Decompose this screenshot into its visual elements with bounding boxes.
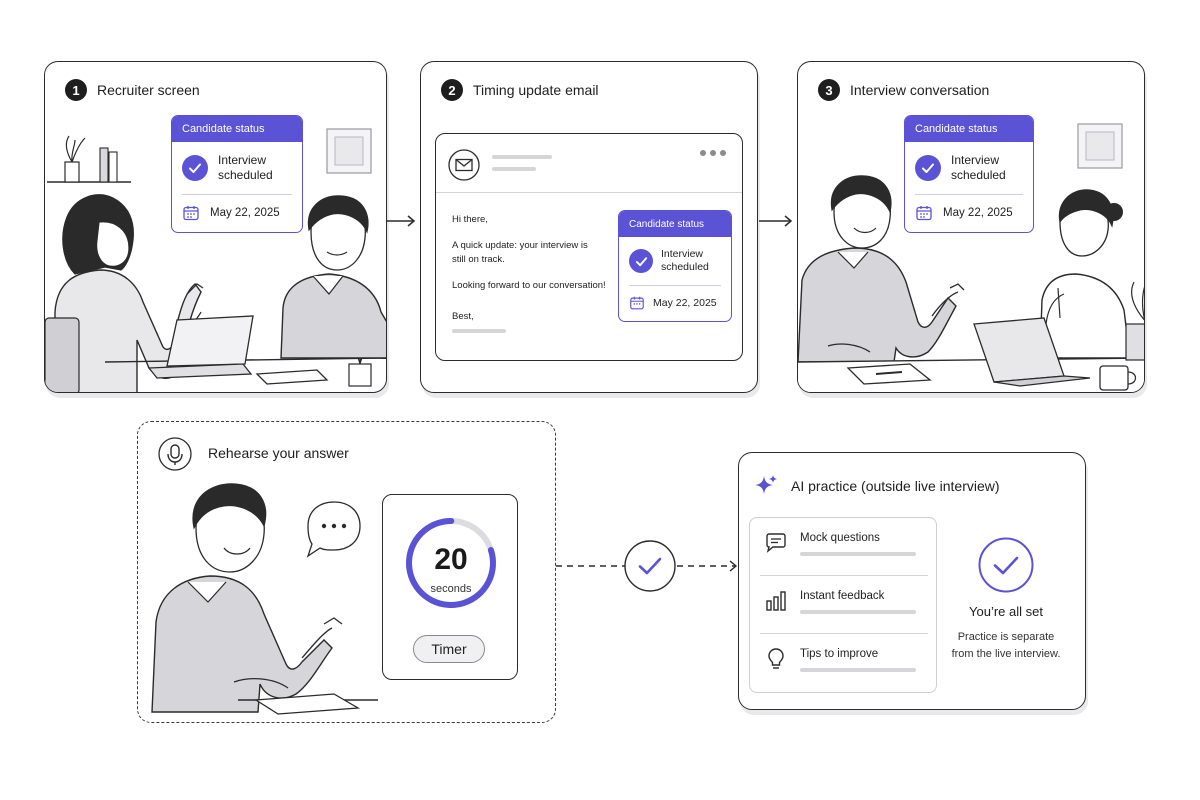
calendar-icon [182, 204, 200, 222]
interview-status-line-1: Interview [951, 153, 1000, 167]
interview-status-card-header: Candidate status [905, 116, 1033, 142]
step-number-2: 2 [441, 79, 463, 101]
panel-ai-practice: AI practice (outside live interview) Moc… [738, 452, 1086, 710]
all-set-note-line-1: Practice is separate [957, 631, 1055, 643]
more-options-icon[interactable] [698, 149, 728, 157]
status-date: May 22, 2025 [210, 207, 280, 219]
interview-scene-illustration [798, 123, 1144, 392]
ai-item-tips-to-improve[interactable]: Tips to improve [800, 648, 879, 660]
calendar-icon [629, 295, 645, 311]
rehearsing-person-illustration [151, 483, 378, 715]
timer-unit: seconds [430, 583, 472, 595]
step-title-3: Interview conversation [850, 82, 990, 98]
timer-value: 20 [434, 543, 468, 576]
panel-recruiter-screen: 1 Recruiter screen C [44, 61, 387, 393]
lightbulb-icon [768, 648, 784, 669]
timer-button[interactable]: Timer [413, 635, 485, 663]
status-line-2: scheduled [218, 168, 273, 182]
panel-interview-conversation: 3 Interview conversation [797, 61, 1145, 393]
step-title-1: Recruiter screen [97, 82, 200, 98]
email-status-date: May 22, 2025 [653, 297, 717, 309]
ai-practice-options: Mock questions Instant feedback Tips to … [749, 517, 937, 693]
bar-chart-icon [766, 591, 786, 611]
interview-status-date: May 22, 2025 [943, 207, 1013, 219]
timer-ring-progress [406, 518, 496, 608]
email-body-line-1: A quick update: your interview is [452, 240, 588, 251]
envelope-icon [448, 149, 480, 181]
rehearse-title: Rehearse your answer [208, 445, 349, 461]
flow-arrow-2-to-3 [759, 215, 793, 227]
email-greeting: Hi there, [452, 214, 488, 225]
step-number-1: 1 [65, 79, 87, 101]
step-2-heading: 2 Timing update email [441, 79, 599, 101]
email-signoff: Best, [452, 311, 474, 322]
ai-item-instant-feedback[interactable]: Instant feedback [800, 590, 885, 602]
all-set-note-line-2: from the live interview. [951, 647, 1061, 660]
status-card-header: Candidate status [172, 116, 302, 142]
step-3-heading: 3 Interview conversation [818, 79, 989, 101]
step-1-heading: 1 Recruiter screen [65, 79, 200, 101]
all-set-title: You’re all set [969, 604, 1043, 619]
email-status-line-1: Interview [661, 247, 704, 260]
email-candidate-status-card: Candidate status Interview scheduled May… [618, 210, 732, 322]
check-circle-icon [915, 155, 941, 181]
recruiter-scene-illustration [45, 128, 386, 392]
panel-rehearse-answer: Rehearse your answer 20 seconds Timer [137, 421, 556, 723]
timer-card: 20 seconds Timer [382, 494, 518, 680]
interview-candidate-status-card: Candidate status Interview scheduled May… [904, 115, 1034, 233]
candidate-status-card: Candidate status Interview scheduled May… [171, 115, 303, 233]
panel-timing-update-email: 2 Timing update email Hi there, A quick … [420, 61, 758, 393]
step-title-2: Timing update email [473, 82, 599, 98]
email-body-line-2: still on track. [452, 254, 505, 265]
email-closing-line: Looking forward to our conversation! [452, 280, 606, 291]
all-set-check-icon [978, 537, 1034, 593]
email-status-line-2: scheduled [661, 261, 709, 273]
timer-progress-ring [406, 518, 496, 608]
interview-status-line-2: scheduled [951, 168, 1006, 182]
step-number-3: 3 [818, 79, 840, 101]
check-circle-icon [629, 249, 653, 273]
email-window: Hi there, A quick update: your interview… [435, 133, 743, 361]
check-circle-icon [182, 155, 208, 181]
sparkle-icon [755, 475, 777, 494]
status-line-1: Interview [218, 153, 267, 167]
chat-bubble-icon [766, 533, 786, 553]
microphone-icon [158, 437, 192, 471]
ai-item-mock-questions[interactable]: Mock questions [800, 532, 880, 544]
flow-arrow-1-to-2 [386, 215, 416, 227]
calendar-icon [915, 204, 933, 222]
connector-check-icon [624, 540, 676, 592]
email-status-card-header: Candidate status [619, 211, 731, 237]
ai-practice-title: AI practice (outside live interview) [791, 478, 1000, 494]
